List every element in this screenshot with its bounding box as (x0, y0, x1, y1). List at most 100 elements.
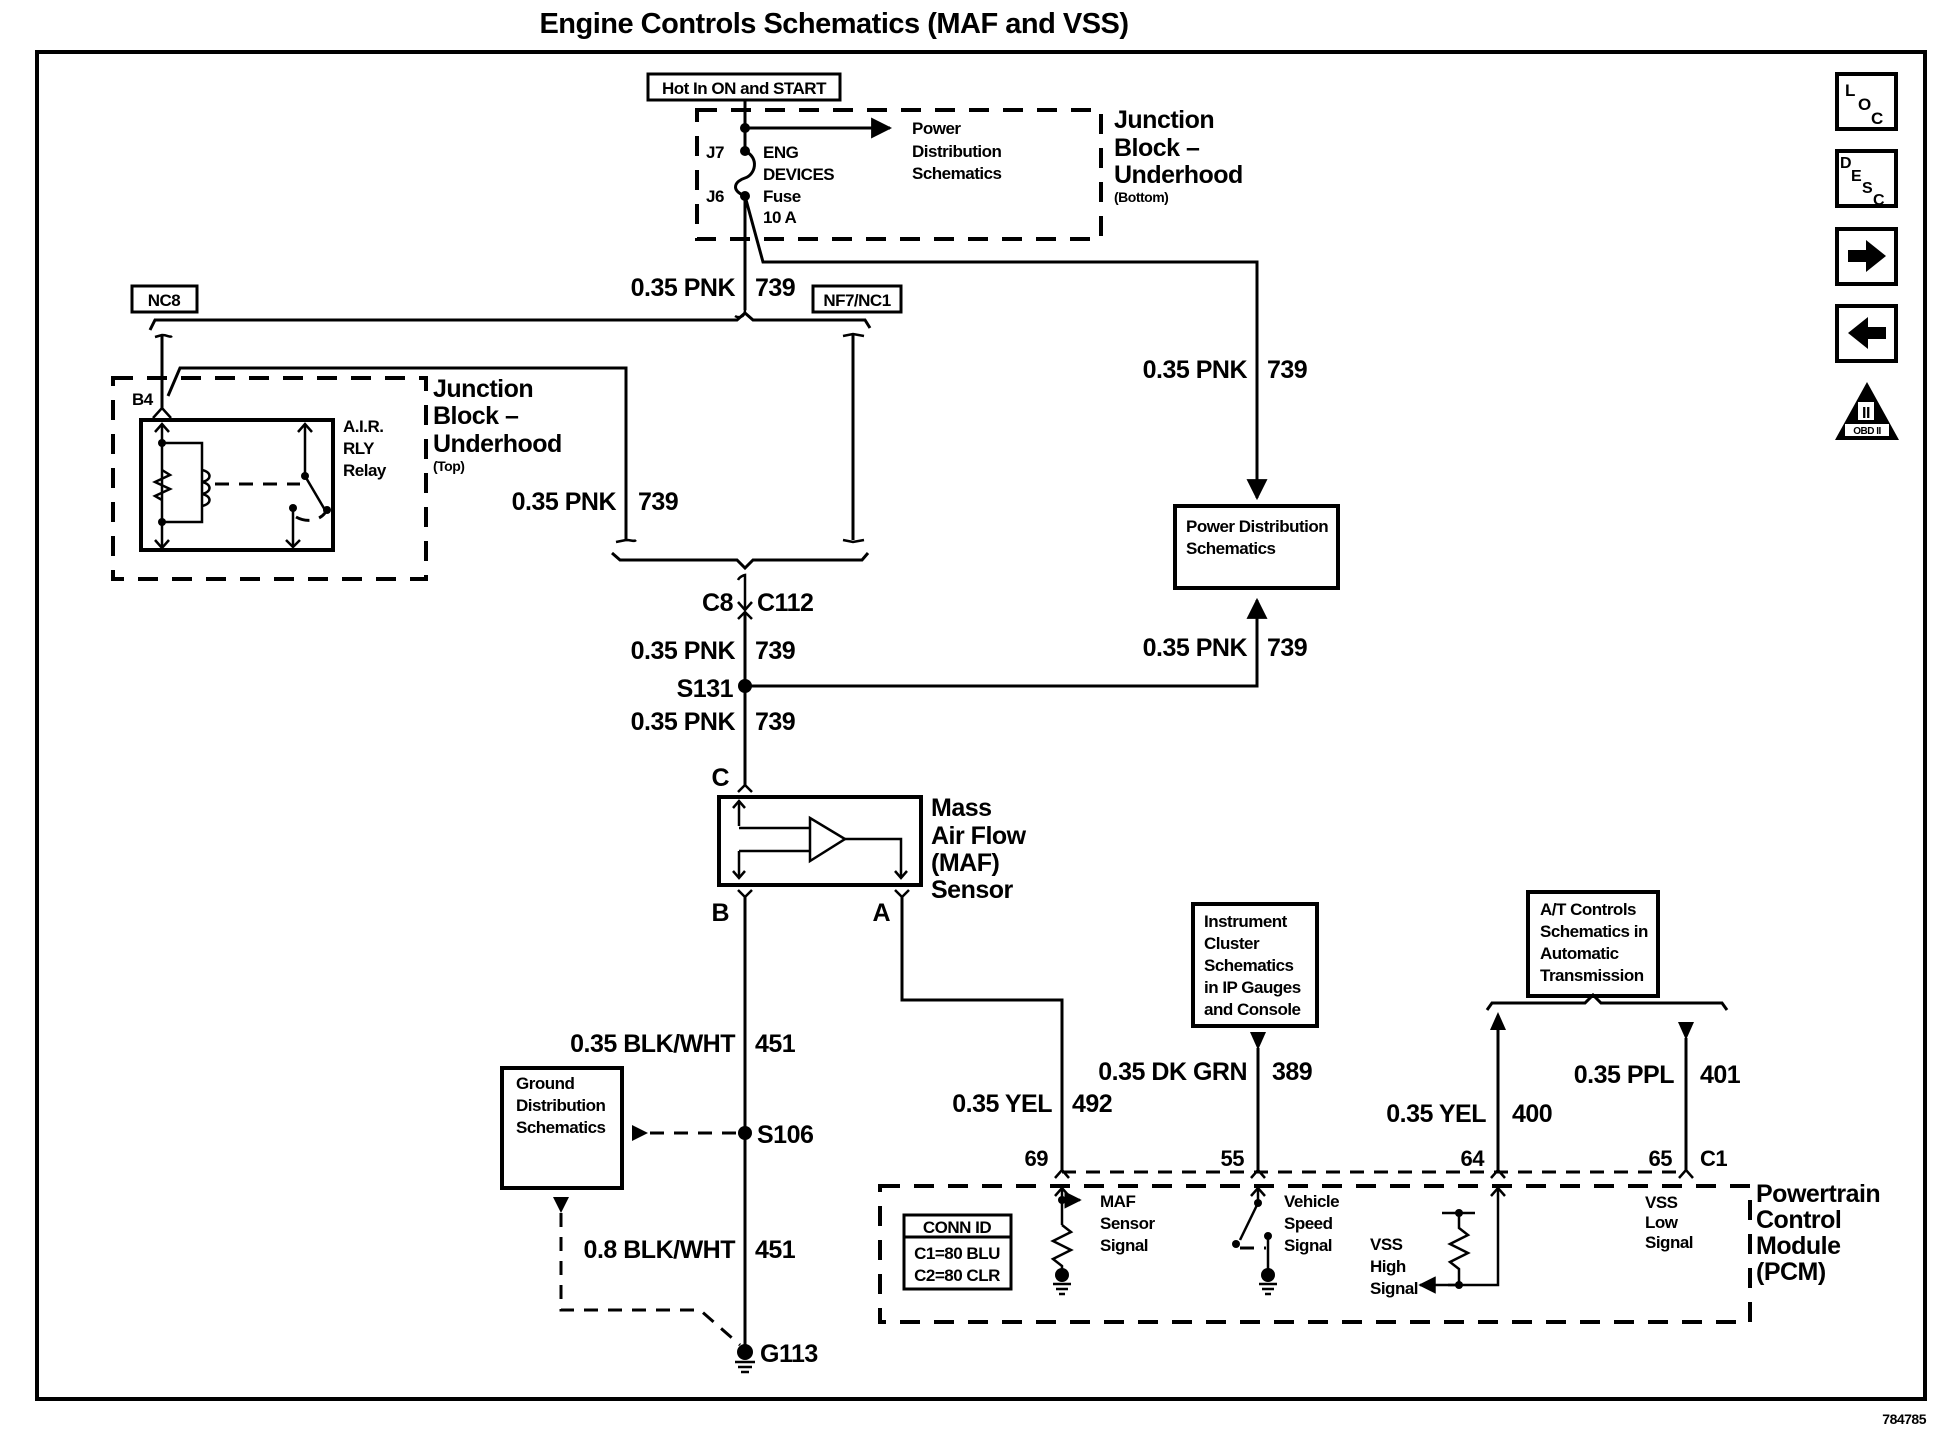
svg-text:(MAF): (MAF) (931, 849, 999, 877)
pcm-pin-69: 69 (1025, 1146, 1049, 1171)
prev-arrow-icon[interactable] (1835, 304, 1898, 363)
svg-text:(Bottom): (Bottom) (1114, 189, 1168, 205)
power-dist-box-line1: Power Distribution (1186, 517, 1328, 536)
relay-switch-icon (215, 422, 331, 549)
connector-bracket-top (148, 311, 872, 331)
svg-text:E: E (1851, 168, 1862, 185)
nc8-tag (130, 284, 199, 314)
splice-s131-label: S131 (677, 675, 734, 703)
svg-text:Power: Power (912, 119, 961, 138)
air-relay-label: A.I.R. RLY Relay (343, 417, 387, 480)
wire-label-w9-circuit: 492 (1072, 1090, 1112, 1118)
maf-amplifier-icon (732, 799, 908, 880)
pcm-pin-55: 55 (1221, 1146, 1245, 1171)
pcm-pin-65: 65 (1649, 1146, 1673, 1171)
svg-text:CONN ID: CONN ID (923, 1218, 992, 1237)
wire-label-w8-circuit: 451 (755, 1236, 796, 1264)
wire-label-w6-gauge: 0.35 PNK (1143, 634, 1248, 662)
wire-label-w1-gauge: 0.35 PNK (631, 274, 736, 302)
svg-text:Powertrain: Powertrain (1756, 1180, 1880, 1208)
ground-g113-label: G113 (760, 1340, 818, 1368)
pcm-connector-c1: C1 (1700, 1146, 1727, 1171)
wire-label-w2-circuit: 739 (638, 488, 678, 516)
pcm-label: Powertrain Control Module (PCM) (1756, 1180, 1881, 1286)
pcm-vss-high-label: VSS High Signal (1370, 1235, 1419, 1298)
pcm-vss-low-label: VSS Low Signal (1645, 1193, 1694, 1252)
wire-label-w11-circuit: 400 (1512, 1100, 1552, 1128)
connector-maf-c: C (711, 764, 729, 792)
wire-label-w7-gauge: 0.35 BLK/WHT (570, 1030, 735, 1058)
instrument-cluster-box[interactable] (1191, 902, 1319, 1028)
power-dist-box[interactable] (1173, 504, 1340, 590)
pcm-maf-resistor-icon (1050, 1186, 1082, 1296)
svg-text:Junction: Junction (433, 375, 533, 403)
obd2-icon[interactable]: II OBD II (1835, 382, 1899, 440)
diagram-frame (35, 50, 1927, 1401)
svg-text:A.I.R.: A.I.R. (343, 417, 383, 436)
svg-text:Air Flow: Air Flow (931, 822, 1027, 850)
wire-label-w1-circuit: 739 (755, 274, 795, 302)
wire-label-w7-circuit: 451 (755, 1030, 796, 1058)
connector-maf-b: B (711, 899, 729, 927)
wire-739-to-power-dist (743, 195, 1268, 501)
svg-text:Relay: Relay (343, 461, 387, 480)
svg-text:Schematics: Schematics (912, 164, 1002, 183)
svg-text:Control: Control (1756, 1206, 1841, 1234)
maf-sensor-label: Mass Air Flow (MAF) Sensor (931, 794, 1027, 904)
svg-text:RLY: RLY (343, 439, 375, 458)
at-bracket (1485, 992, 1729, 1011)
svg-text:Block –: Block – (1114, 134, 1200, 162)
loc-icon[interactable]: L O C (1835, 72, 1898, 131)
wire-label-w5-gauge: 0.35 PNK (1143, 356, 1248, 384)
svg-text:Mass: Mass (931, 794, 992, 822)
power-dist-box-line2: Schematics (1186, 539, 1276, 558)
svg-text:Underhood: Underhood (1114, 161, 1243, 189)
svg-text:A/T Controls: A/T Controls (1540, 900, 1636, 919)
splice-s106-label: S106 (757, 1121, 813, 1149)
wire-492-maf-signal (900, 897, 1064, 1172)
svg-text:Transmission: Transmission (1540, 966, 1644, 985)
svg-text:C: C (1873, 192, 1885, 209)
wire-label-w3-circuit: 739 (755, 637, 795, 665)
svg-text:VSS: VSS (1370, 1235, 1403, 1254)
air-relay-box (139, 418, 335, 552)
svg-text:Schematics in: Schematics in (1540, 922, 1648, 941)
wire-label-w10-circuit: 389 (1272, 1058, 1312, 1086)
junction-block-top-label: Junction Block – Underhood (Top) (433, 375, 562, 474)
ground-g113-icon (735, 1344, 755, 1374)
svg-text:Sensor: Sensor (1100, 1214, 1156, 1233)
svg-text:ENG: ENG (763, 143, 799, 162)
svg-text:Signal: Signal (1370, 1279, 1418, 1298)
wire-label-w4-gauge: 0.35 PNK (631, 708, 736, 736)
pcm-pin-64: 64 (1461, 1146, 1486, 1171)
desc-icon[interactable]: D E S C (1835, 149, 1898, 209)
svg-text:Cluster: Cluster (1204, 934, 1260, 953)
wire-label-w9-gauge: 0.35 YEL (952, 1090, 1052, 1118)
junction-block-bottom-label: Junction Block – Underhood (Bottom) (1114, 106, 1243, 205)
junction-block-bottom-boundary (695, 108, 1103, 241)
next-arrow-icon[interactable] (1835, 227, 1898, 286)
power-dist-ref-label: Power Distribution Schematics (912, 119, 1002, 183)
svg-text:10 A: 10 A (763, 208, 797, 227)
pcm-vss-switch-icon (1232, 1186, 1277, 1296)
svg-text:Speed: Speed (1284, 1214, 1333, 1233)
instrument-cluster-label: Instrument Cluster Schematics in IP Gaug… (1204, 912, 1301, 1019)
nf7-nc1-tag (811, 284, 903, 314)
ground-dist-box[interactable] (500, 1066, 624, 1190)
junction-block-top-boundary (111, 376, 428, 581)
connector-maf-a: A (872, 899, 890, 927)
svg-text:Automatic: Automatic (1540, 944, 1619, 963)
svg-text:C1=80 BLU: C1=80 BLU (914, 1244, 1000, 1263)
ground-dist-line3: Schematics (516, 1118, 606, 1137)
svg-text:(Top): (Top) (433, 458, 464, 474)
pcm-vss-high-resistor-icon (1418, 1186, 1506, 1294)
splice-s106 (738, 1126, 752, 1140)
fuse-label: ENG DEVICES Fuse 10 A (763, 143, 835, 227)
wire-label-w6-circuit: 739 (1267, 634, 1307, 662)
svg-text:Distribution: Distribution (912, 142, 1001, 161)
fuse-icon (734, 146, 756, 201)
pcm-vss-signal-label: Vehicle Speed Signal (1284, 1192, 1340, 1255)
nc8-label: NC8 (148, 291, 181, 310)
svg-text:Low: Low (1645, 1213, 1679, 1232)
svg-text:Vehicle: Vehicle (1284, 1192, 1339, 1211)
